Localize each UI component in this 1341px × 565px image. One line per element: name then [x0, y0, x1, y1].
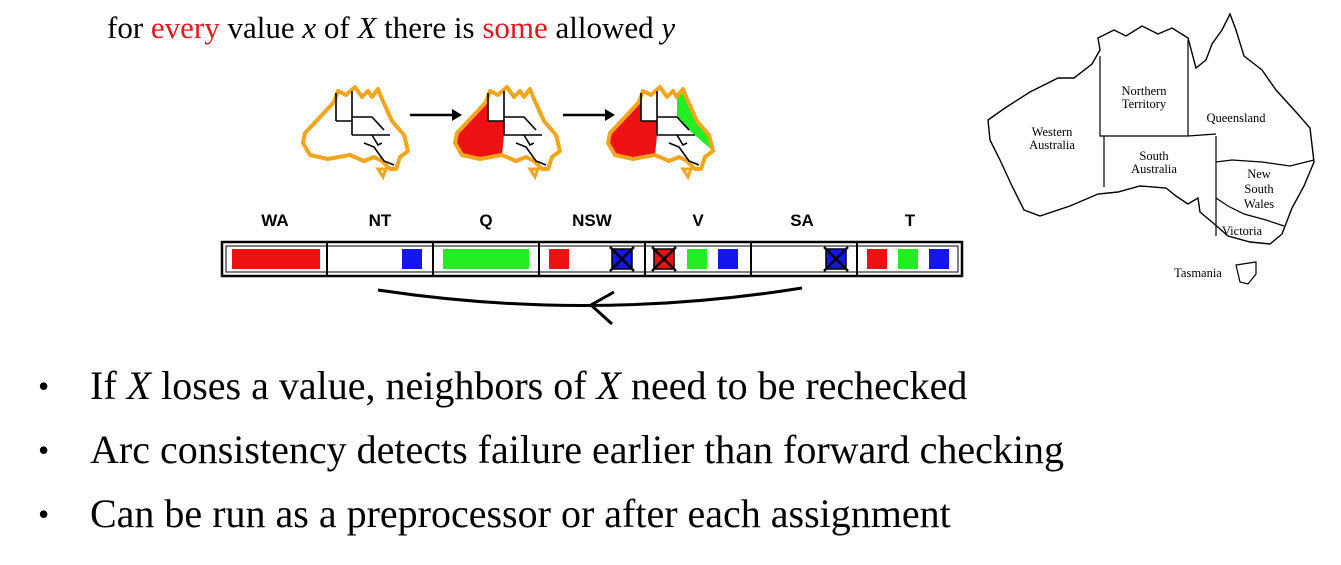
label-wales: Wales	[1244, 197, 1274, 211]
q-green-value	[443, 249, 529, 269]
label-territory: Territory	[1122, 97, 1167, 111]
label-south-nsw: South	[1244, 182, 1274, 196]
headline: for every value x of X there is some all…	[107, 10, 676, 45]
label-northern: Northern	[1121, 84, 1167, 98]
every-word: every	[150, 10, 220, 45]
label-victoria: Victoria	[1222, 224, 1263, 238]
sa-blue-value-removed	[823, 246, 849, 272]
nsw-red-value	[549, 249, 569, 269]
domain-label-t: T	[905, 211, 916, 230]
label-new: New	[1247, 167, 1271, 181]
domain-label-sa: SA	[790, 211, 814, 230]
curved-arrow	[377, 286, 803, 326]
nsw-blue-value-removed	[609, 246, 635, 272]
bullet-item: •Arc consistency detects failure earlier…	[38, 418, 1064, 482]
label-tasmania: Tasmania	[1174, 266, 1222, 280]
t-blue-value	[929, 249, 949, 269]
bullet-dot-icon: •	[38, 496, 50, 532]
australia-map-labeled: Northern Territory Queensland Western Au…	[987, 12, 1315, 285]
v-green-value	[687, 249, 707, 269]
domain-table	[220, 240, 964, 278]
australia-map-wa-red	[453, 85, 562, 179]
domain-labels: WA NT Q NSW V SA T	[261, 211, 916, 230]
label-south: South	[1139, 149, 1169, 163]
bullet-dot-icon: •	[38, 368, 50, 404]
arrow-icon	[410, 109, 462, 121]
domain-label-nsw: NSW	[572, 211, 613, 230]
label-western: Western	[1032, 125, 1073, 139]
domain-cells	[232, 246, 949, 272]
nt-blue-value	[402, 249, 422, 269]
bullet-dot-icon: •	[38, 432, 50, 468]
label-australia-w: Australia	[1029, 138, 1075, 152]
bullet-list: •If X loses a value, neighbors of X need…	[38, 354, 1064, 546]
australia-map-wa-red-q-green	[606, 85, 715, 179]
label-australia-s: Australia	[1131, 162, 1177, 176]
v-blue-value	[718, 249, 738, 269]
wa-red-value	[232, 249, 320, 269]
v-red-value-removed	[651, 246, 677, 272]
bullet-item: •Can be run as a preprocessor or after e…	[38, 482, 1064, 546]
arrow-icon	[563, 109, 615, 121]
bullet-item: •If X loses a value, neighbors of X need…	[38, 354, 1064, 418]
label-queensland: Queensland	[1206, 111, 1266, 125]
australia-map-initial	[301, 85, 410, 179]
domain-label-wa: WA	[261, 211, 288, 230]
domain-label-q: Q	[479, 211, 492, 230]
domain-label-nt: NT	[369, 211, 392, 230]
t-red-value	[867, 249, 887, 269]
domain-label-v: V	[692, 211, 704, 230]
t-green-value	[898, 249, 918, 269]
some-word: some	[482, 10, 548, 45]
